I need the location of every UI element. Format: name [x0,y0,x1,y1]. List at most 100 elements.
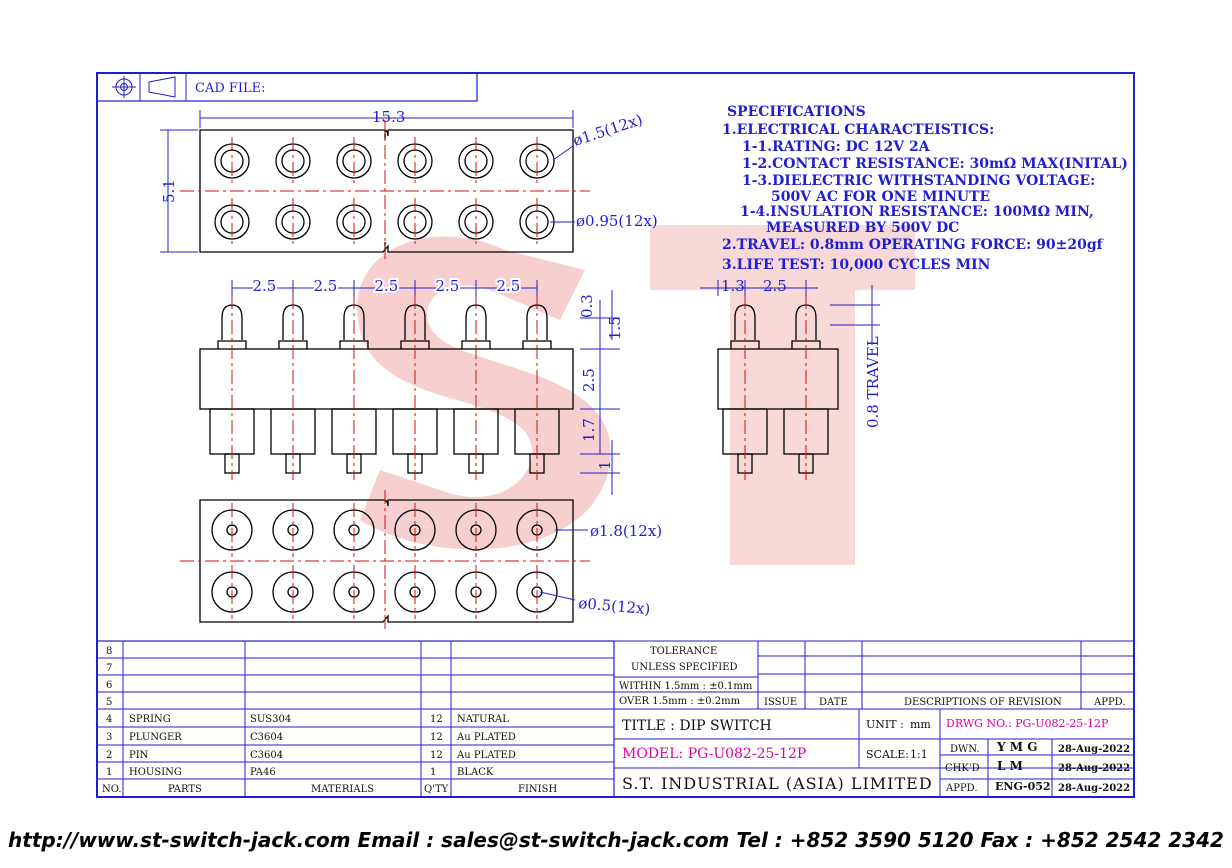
dim-height: 5.1 [160,179,178,203]
rev-issue-header: ISSUE [764,697,797,708]
bottom-hole [516,565,558,619]
bottom-hole [272,503,314,557]
top-hole [336,137,372,185]
bom-cell-qty: 12 [430,750,443,761]
scale-value: 1:1 [910,748,928,761]
bom-cell-finish: Au PLATED [456,732,516,743]
cad-file-label: CAD FILE: [195,81,266,96]
rev-appd-header: APPD. [1093,697,1126,708]
bom-header-material: MATERIALS [311,784,374,795]
dim-width: 15.3 [372,108,405,126]
bom-cell-finish: NATURAL [457,714,509,725]
dim-bottom-outer: ø1.8(12x) [590,522,662,540]
bottom-hole [211,503,253,557]
dim-pitch: 2.5 [497,277,521,295]
model-text: MODEL: PG-U082-25-12P [622,746,806,762]
bom-cell-material: C3604 [250,750,283,761]
bom-cell-qty: 1 [430,767,436,778]
bom-cell-no: 1 [106,767,112,778]
spec-line-7: 2.TRAVEL: 0.8mm OPERATING FORCE: 90±20gf [722,237,1104,253]
dim-hole-outer: ø1.5(12x) [571,110,645,149]
spec-line-0: 1.ELECTRICAL CHARACTEISTICS: [722,122,994,138]
dim-2-5-height: 2.5 [580,368,598,392]
pin-front [331,280,377,480]
bottom-hole [211,565,253,619]
bottom-hole [455,503,497,557]
bom-cell-no: 4 [106,714,112,725]
bottom-hole [272,565,314,619]
bom-cell-part: PIN [129,750,149,761]
bom-cell-no: 2 [106,750,112,761]
spec-line-4: 500V AC FOR ONE MINUTE [771,189,990,205]
contact-footer: http://www.st-switch-jack.com Email : sa… [8,828,1224,852]
spec-heading: SPECIFICATIONS [727,104,866,120]
tolerance-line-4: OVER 1.5mm : ±0.2mm [619,696,741,707]
spec-line-6: MEASURED BY 500V DC [766,220,959,236]
dim-side-1-3: 1.3 [721,277,745,295]
bottom-hole [394,503,436,557]
side-view: 1.3 2.5 0.8 TRAVEL [700,277,882,480]
bom-cell-finish: BLACK [457,767,494,778]
pin-front [392,280,438,480]
unit-label: UNIT : [866,718,904,731]
bom-header-qty: Q'TY [424,784,449,795]
bom-cell-material: SUS304 [250,714,291,725]
dim-bottom-inner: ø0.5(12x) [578,594,651,618]
pin-side [722,295,768,480]
rev-date-header: DATE [819,697,848,708]
dim-hole-inner: ø0.95(12x) [576,212,658,230]
pin-side [783,295,829,480]
top-hole [397,137,433,185]
bottom-hole [455,565,497,619]
bom-cell-no: 3 [106,732,112,743]
bom-cell-part: SPRING [129,714,171,725]
dim-1-7: 1.7 [580,418,598,442]
specifications: SPECIFICATIONS 1.ELECTRICAL CHARACTEISTI… [722,104,1128,273]
title-text: TITLE : DIP SWITCH [622,718,772,734]
drawing-number: DRWG NO.: PG-U082-25-12P [946,717,1109,730]
bom-cell-no: 6 [106,680,112,691]
bottom-hole [394,565,436,619]
dwn-value: Y M G [996,740,1037,754]
appd-date: 28-Aug-2022 [1058,783,1130,794]
top-hole [519,198,555,246]
chkd-date: 28-Aug-2022 [1058,763,1130,774]
dim-pitch: 2.5 [436,277,460,295]
bom-cell-no: 7 [106,663,112,674]
top-hole [214,137,250,185]
spec-line-1: 1-1.RATING: DC 12V 2A [742,139,931,155]
top-hole [519,137,555,185]
dim-pitch: 2.5 [253,277,277,295]
scale-label: SCALE: [866,748,909,761]
company-name: S.T. INDUSTRIAL (ASIA) LIMITED [622,774,933,793]
pin-front [209,280,255,480]
rev-desc-header: DESCRIPTIONS OF REVISION [904,697,1062,708]
cad-file-box: CAD FILE: [96,72,478,102]
spec-line-3: 1-3.DIELECTRIC WITHSTANDING VOLTAGE: [742,173,1095,189]
top-hole [214,198,250,246]
drawing-frame [96,72,1135,798]
tolerance-line-2: UNLESS SPECIFIED [631,662,738,673]
top-hole [275,137,311,185]
spec-line-5: 1-4.INSULATION RESISTANCE: 100MΩ MIN, [740,204,1094,220]
bottom-hole [333,565,375,619]
pin-front [270,280,316,480]
unit-value: mm [910,718,931,731]
tolerance-line-1: TOLERANCE [650,646,717,657]
bom-cell-qty: 12 [430,714,443,725]
dwn-label: DWN. [950,744,980,755]
bottom-hole [333,503,375,557]
projection-symbol-icon [112,76,176,98]
bom-cell-finish: Au PLATED [456,750,516,761]
dim-side-2-5: 2.5 [763,277,787,295]
bom-header-no: NO. [102,784,122,795]
bom-cell-no: 5 [106,697,112,708]
dim-1: 1 [596,460,614,470]
tolerance-line-3: WITHIN 1.5mm : ±0.1mm [619,681,753,692]
dim-pitch: 2.5 [314,277,338,295]
bottom-view: ø1.8(12x) ø0.5(12x) [180,490,662,632]
watermark-s [357,236,611,550]
